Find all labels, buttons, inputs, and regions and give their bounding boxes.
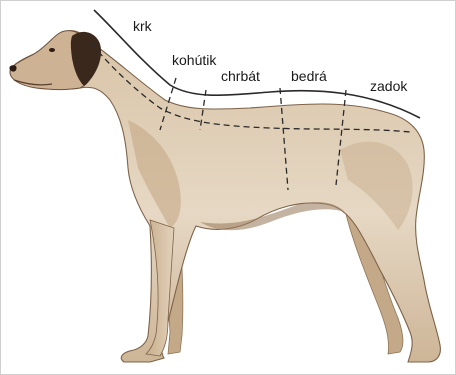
- label-back: chrbát: [221, 69, 260, 83]
- dog-eye: [49, 48, 55, 52]
- label-croup: zadok: [370, 79, 407, 93]
- label-loin: bedrá: [291, 69, 327, 83]
- label-neck: krk: [133, 19, 152, 33]
- label-withers: kohútik: [172, 53, 216, 67]
